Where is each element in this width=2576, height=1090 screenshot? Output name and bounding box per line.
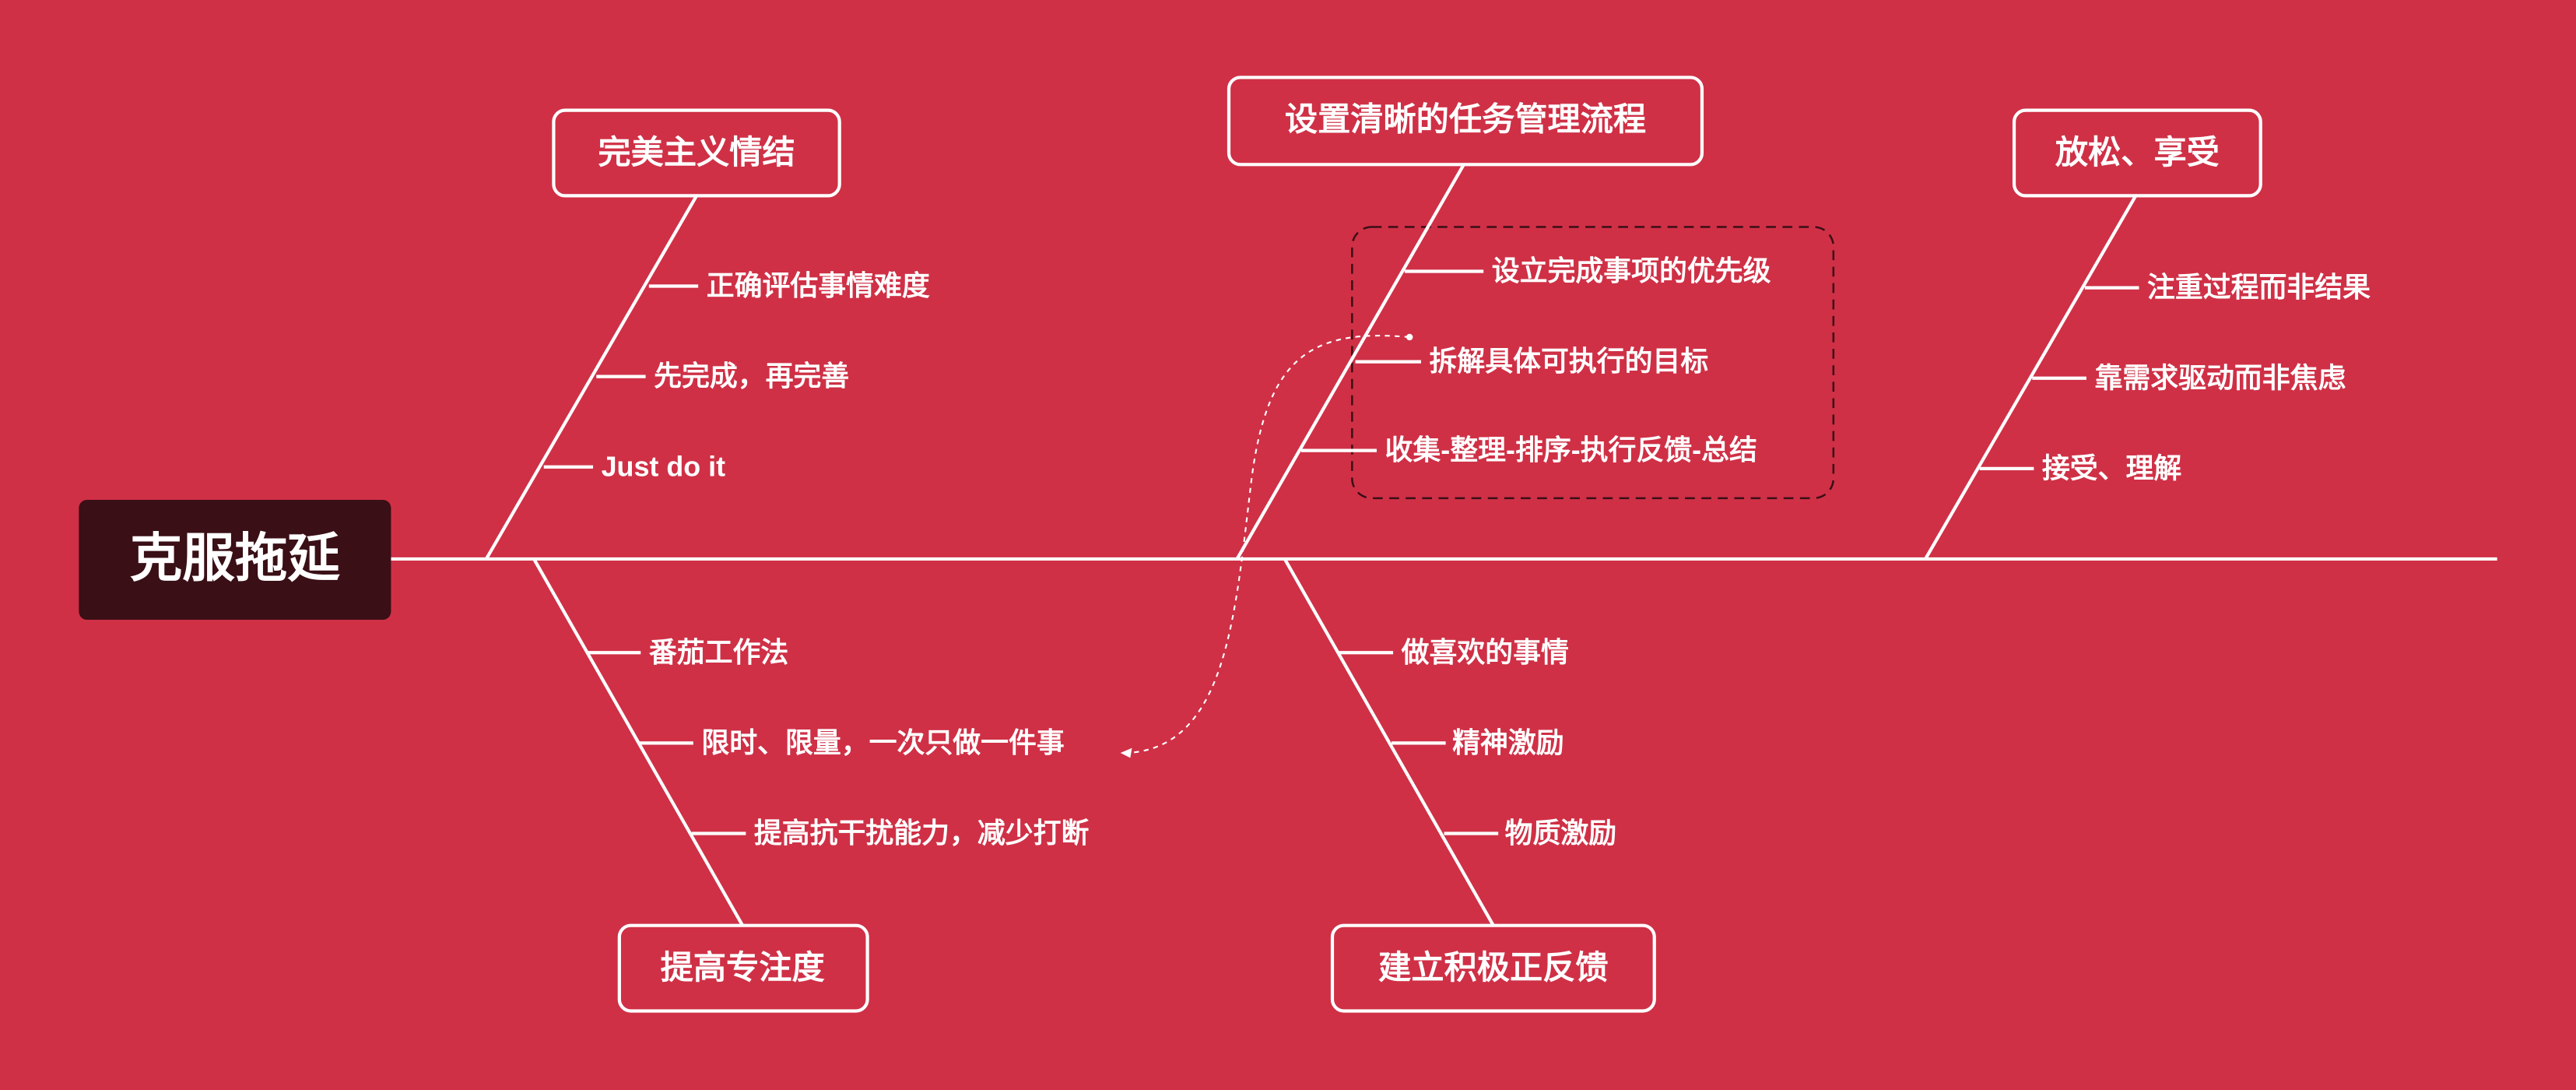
topic-box[interactable] (1227, 76, 1704, 167)
center-box (79, 499, 391, 621)
bone-line (485, 195, 698, 561)
subtopic[interactable]: 靠需求驱动而非焦虑 (2094, 362, 2346, 393)
dashed-curve[interactable] (1127, 335, 1410, 754)
bone-line (1283, 557, 1495, 926)
topic-label: 提高专注度 (661, 949, 826, 986)
subtopic[interactable]: 做喜欢的事情 (1401, 637, 1569, 668)
subtopic[interactable]: 收集-整理-排序-执行反馈-总结 (1385, 434, 1757, 466)
subtopic[interactable]: 限时、限量，一次只做一件事 (701, 727, 1064, 758)
subtopic[interactable]: 接受、理解 (2042, 452, 2181, 483)
bone-line (532, 557, 744, 926)
center-topic[interactable]: 克服拖延 (79, 499, 391, 621)
topic-label: 建立积极正反馈 (1378, 949, 1608, 986)
subtopic[interactable]: Just do it (602, 451, 725, 482)
connector-dot (1406, 333, 1413, 341)
subtopic[interactable]: 设立完成事项的优先级 (1492, 255, 1771, 287)
topic-box[interactable] (1330, 923, 1656, 1013)
subtopic[interactable]: 注重过程而非结果 (2147, 272, 2371, 303)
subtopic[interactable]: 提高抗干扰能力，减少打断 (754, 817, 1090, 849)
topic-box[interactable] (552, 108, 841, 198)
topic-label: 设置清晰的任务管理流程 (1285, 101, 1646, 138)
subtopic[interactable]: 先完成，再完善 (654, 360, 849, 392)
branch-feedback: 建立积极正反馈 做喜欢的事情 精神激励 物质激励 (1283, 557, 1656, 1013)
dashed-group-box (1351, 226, 1835, 500)
branch-perfectionism: 完美主义情结 正确评估事情难度 先完成，再完善 Just do it (485, 108, 930, 561)
center-label: 克服拖延 (130, 529, 341, 588)
subtopic[interactable]: 正确评估事情难度 (707, 270, 930, 301)
subtopic[interactable]: 番茄工作法 (649, 637, 788, 668)
arrowhead-icon (1120, 747, 1132, 758)
subtopic[interactable]: 精神激励 (1452, 727, 1564, 758)
subtopic[interactable]: 拆解具体可执行的目标 (1430, 346, 1709, 377)
bone-line (1924, 195, 2138, 561)
topic-label: 放松、享受 (2055, 134, 2220, 171)
topic-box[interactable] (2012, 108, 2262, 198)
bone-line (1235, 164, 1465, 560)
branch-task-flow: 设置清晰的任务管理流程 设立完成事项的优先级 拆解具体可执行的目标 收集-整理-… (1227, 76, 1835, 560)
topic-box[interactable] (617, 923, 869, 1013)
topic-label: 完美主义情结 (598, 134, 795, 171)
branch-focus: 提高专注度 番茄工作法 限时、限量，一次只做一件事 提高抗干扰能力，减少打断 (532, 557, 1090, 1013)
subtopic[interactable]: 物质激励 (1505, 818, 1617, 849)
relationship-connector[interactable] (1120, 333, 1413, 758)
branch-relax: 放松、享受 注重过程而非结果 靠需求驱动而非焦虑 接受、理解 (1924, 108, 2371, 561)
